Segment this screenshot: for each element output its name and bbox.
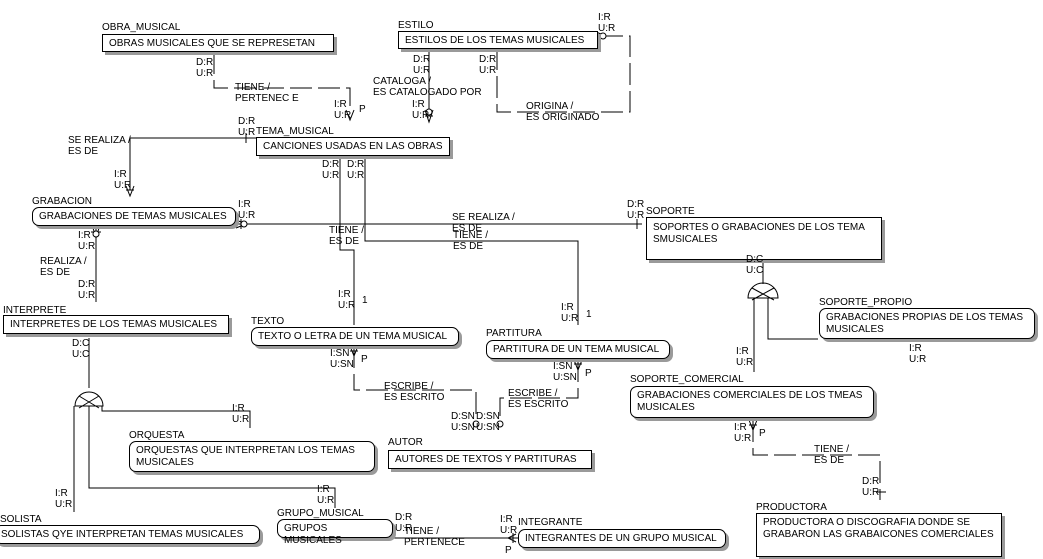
- constraint-interprete-bottom: D:C U:C: [72, 338, 90, 360]
- constraint-comercial-top: I:R U:R: [736, 346, 754, 368]
- rel-label-partitura-autor: ESCRIBE / ES ESCRITO: [508, 388, 569, 410]
- rel-label-tema-grabacion: SE REALIZA / ES DE: [68, 135, 131, 157]
- constraint-p-3: P: [585, 368, 592, 379]
- entity-name-grupo-musical: GRUPO_MUSICAL: [277, 508, 364, 519]
- subtype-line-orquesta: [101, 406, 251, 428]
- constraint-tema-obra: I:R U:R: [334, 99, 352, 121]
- entity-name-tema-musical: TEMA_MUSICAL: [256, 126, 334, 137]
- constraint-integrante-left: I:R U:R: [500, 514, 518, 536]
- entity-texto[interactable]: TEXTO O LETRA DE UN TEMA MUSICAL: [251, 327, 459, 346]
- rel-line-estilo-self: [496, 35, 631, 113]
- rel-label-grabacion-soporte: SE REALIZA / ES DE: [452, 212, 515, 234]
- entity-name-texto: TEXTO: [251, 316, 285, 327]
- entity-interprete[interactable]: INTERPRETES DE LOS TEMAS MUSICALES: [3, 315, 229, 334]
- entity-name-soporte-propio: SOPORTE_PROPIO: [819, 297, 913, 308]
- rel-line-comercial-productora: [752, 420, 881, 500]
- rel-line-obra-tema: [213, 52, 351, 112]
- entity-integrante[interactable]: INTEGRANTES DE UN GRUPO MUSICAL: [518, 529, 726, 548]
- constraint-grab-bottom: I:R U:R: [78, 230, 96, 252]
- entity-tema-musical[interactable]: CANCIONES USADAS EN LAS OBRAS: [256, 137, 450, 156]
- constraint-p-5: P: [505, 545, 512, 556]
- subtype-line-grupo: [88, 406, 336, 508]
- entity-name-soporte: SOPORTE: [646, 206, 695, 217]
- entity-soporte-propio[interactable]: GRABACIONES PROPIAS DE LOS TEMAS MUSICAL…: [819, 308, 1035, 339]
- rel-line-partitura-autor: [499, 360, 579, 420]
- entity-name-autor: AUTOR: [388, 437, 423, 448]
- entity-name-obra-musical: OBRA_MUSICAL: [102, 22, 181, 33]
- rel-line-texto-autor: [353, 346, 477, 420]
- entity-partitura[interactable]: PARTITURA DE UN TEMA MUSICAL: [486, 340, 670, 359]
- subtype-arc-interprete: [74, 391, 104, 407]
- rel-label-estilo-self: ORIGINA / ES ORIGINADO: [526, 101, 600, 123]
- constraint-grab-right: I:R U:R: [238, 199, 256, 221]
- rel-label-texto-autor: ESCRIBE / ES ESCRITO: [384, 381, 445, 403]
- constraint-partitura-top: I:R U:R: [561, 302, 579, 324]
- rel-label-grabacion-interprete: REALIZA / ES DE: [40, 256, 87, 278]
- constraint-grupo-right: D:R U:R: [395, 512, 413, 534]
- entity-grupo-musical[interactable]: GRUPOS MUSICALES: [277, 519, 393, 546]
- constraint-p-4: P: [759, 428, 766, 439]
- entity-name-interprete: INTERPRETE: [3, 305, 67, 316]
- entity-autor[interactable]: AUTORES DE TEXTOS Y PARTITURAS: [388, 450, 592, 469]
- rel-label-estilo-tema: CATALOGA / ES CATALOGADO POR: [373, 76, 482, 98]
- constraint-p-2: P: [361, 354, 368, 365]
- constraint-p-1: P: [359, 104, 366, 115]
- subtype-arc-soporte: [747, 282, 779, 299]
- constraint-grab-top: I:R U:R: [114, 169, 132, 191]
- constraint-one-2: 1: [586, 309, 592, 320]
- entity-orquesta[interactable]: ORQUESTAS QUE INTERPRETAN LOS TEMAS MUSI…: [129, 441, 375, 472]
- constraint-grupo-top: I:R U:R: [317, 484, 335, 506]
- entity-grabacion[interactable]: GRABACIONES DE TEMAS MUSICALES: [32, 207, 236, 226]
- constraint-autor-1: D:SN U:SN: [451, 411, 475, 433]
- entity-estilo[interactable]: ESTILOS DE LOS TEMAS MUSICALES: [398, 31, 598, 49]
- entity-name-soporte-comercial: SOPORTE_COMERCIAL: [630, 374, 744, 385]
- rel-line-tema-texto: [339, 156, 355, 325]
- constraint-interprete-top: D:R U:R: [78, 279, 96, 301]
- constraint-productora-top: D:R U:R: [862, 476, 880, 498]
- rel-label-tema-texto: TIENE / ES DE: [329, 225, 365, 247]
- constraint-tema-estilo: I:R U:R: [412, 99, 430, 121]
- constraint-soporte-left: D:R U:R: [627, 199, 645, 221]
- constraint-autor-2: D:SN U:SN: [476, 411, 500, 433]
- constraint-tema-bottom-1: D:R U:R: [322, 159, 340, 181]
- rel-label-obra-tema: TIENE / PERTENEC E: [235, 82, 299, 104]
- entity-name-orquesta: ORQUESTA: [129, 430, 185, 441]
- constraint-estilo-orig: D:R U:R: [479, 54, 497, 76]
- rel-line-tema-grab: [129, 137, 256, 190]
- rel-label-tema-partitura: TIENE / ES DE: [453, 230, 489, 252]
- constraint-one-1: 1: [362, 295, 368, 306]
- constraint-partitura-bottom: I:SN U:SN: [553, 361, 577, 383]
- constraint-propio-bottom: I:R U:R: [909, 343, 927, 365]
- constraint-tema-left: D:R U:R: [238, 116, 256, 138]
- entity-name-partitura: PARTITURA: [486, 328, 542, 339]
- entity-name-solista: SOLISTA: [0, 514, 42, 525]
- constraint-estilo-cat: D:R U:R: [413, 54, 431, 76]
- constraint-tema-bottom-2: D:R U:R: [347, 159, 365, 181]
- constraint-solista-top: I:R U:R: [55, 488, 73, 510]
- entity-name-grabacion: GRABACION: [32, 196, 93, 207]
- rel-line-tema-partitura: [364, 156, 579, 325]
- constraint-texto-top: I:R U:R: [338, 289, 356, 311]
- constraint-texto-bottom: I:SN U:SN: [330, 348, 354, 370]
- rel-label-grupo-integrante: TIENE / PERTENECE: [404, 526, 465, 548]
- constraint-soporte-bottom: D:C U:C: [746, 254, 764, 276]
- constraint-estilo-self: I:R U:R: [598, 12, 616, 34]
- rel-label-comercial-productora: TIENE / ES DE: [814, 444, 850, 466]
- entity-name-integrante: INTEGRANTE: [518, 517, 583, 528]
- entity-name-estilo: ESTILO: [398, 20, 434, 31]
- constraint-orquesta-top: I:R U:R: [232, 403, 250, 425]
- entity-obra-musical[interactable]: OBRAS MUSICALES QUE SE REPRESETAN: [102, 34, 334, 52]
- constraint-obra: D:R U:R: [196, 57, 214, 79]
- entity-soporte-comercial[interactable]: GRABACIONES COMERCIALES DE LOS TMEAS MUS…: [630, 386, 874, 418]
- constraint-comercial-bottom: I:R U:R: [734, 422, 752, 444]
- entity-productora[interactable]: PRODUCTORA O DISCOGRAFIA DONDE SE GRABAR…: [756, 513, 1002, 557]
- entity-solista[interactable]: SOLISTAS QYE INTERPRETAN TEMAS MUSICALES: [0, 525, 260, 544]
- subtype-line-propio: [767, 298, 818, 340]
- entity-soporte[interactable]: SOPORTES O GRABACIONES DE LOS TEMA SMUSI…: [646, 217, 882, 260]
- entity-name-productora: PRODUCTORA: [756, 502, 827, 513]
